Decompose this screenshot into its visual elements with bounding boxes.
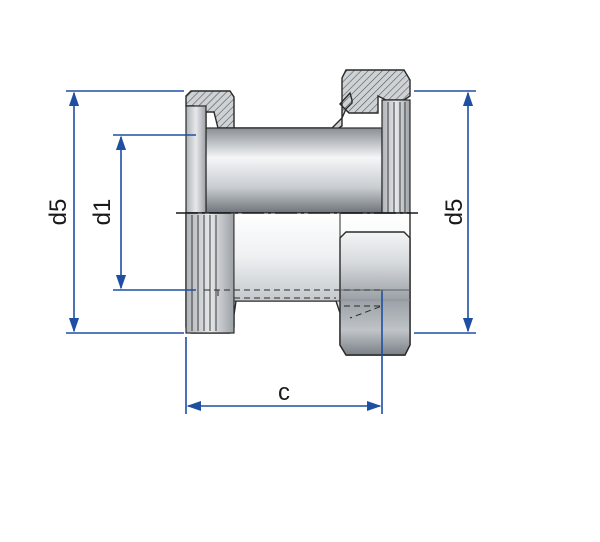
hex-nut: [339, 231, 411, 356]
fitting-body: [176, 69, 418, 356]
upper-bore: [205, 127, 383, 214]
dimension-lines: [66, 90, 476, 414]
c-label: c: [278, 379, 290, 406]
left-flange-face-upper: [185, 105, 207, 214]
right-thread-upper: [381, 99, 411, 214]
upper-section-hatched: [185, 69, 411, 132]
d5-right-label: d5: [441, 199, 468, 226]
d5-left-label: d5: [45, 199, 72, 226]
d1-label: d1: [89, 199, 116, 226]
body-neck: [233, 212, 341, 302]
